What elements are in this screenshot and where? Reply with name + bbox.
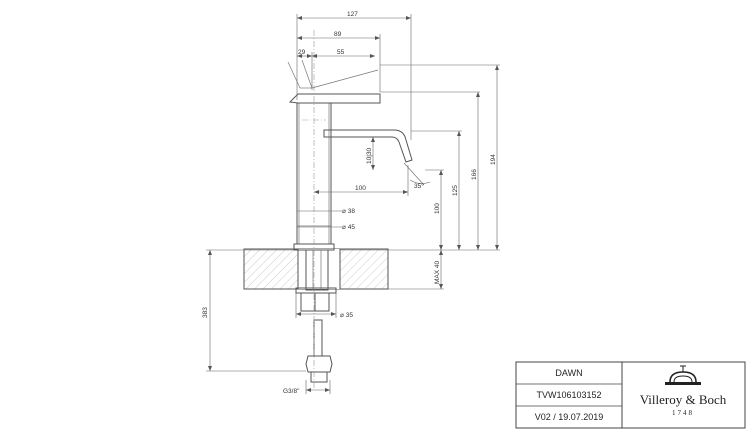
- dim-angle-35: 35°: [414, 182, 424, 190]
- version-date: V02 / 19.07.2019: [535, 412, 604, 422]
- dim-383: 383: [202, 307, 209, 318]
- dim-166: 166: [471, 169, 478, 180]
- spout: [323, 129, 425, 186]
- dim-10-30: 10|30: [366, 147, 373, 164]
- villeroy-boch-logo-icon: [665, 365, 701, 385]
- title-block: DAWN TVW106103152 V02 / 19.07.2019 Ville…: [515, 361, 746, 429]
- dim-89: 89: [334, 31, 342, 38]
- dim-125: 125: [452, 185, 459, 196]
- dim-dia-38: ⌀ 38: [342, 208, 355, 215]
- dim-194: 194: [490, 154, 497, 165]
- faucet-body: [293, 102, 335, 251]
- dim-max40: MAX 40: [434, 260, 441, 284]
- dim-dia-45: ⌀ 45: [342, 224, 355, 231]
- dim-29: 29: [298, 49, 306, 56]
- dim-dia-35: ⌀ 35: [340, 312, 353, 319]
- product-code: TVW106103152: [536, 390, 601, 400]
- dim-55: 55: [337, 49, 345, 56]
- dim-100-horizontal: 100: [355, 185, 366, 192]
- dim-g38: G3/8": [283, 388, 300, 395]
- dim-100-vertical: 100: [434, 203, 441, 214]
- dimension-lines: [206, 14, 500, 394]
- centre-lines: [302, 30, 326, 390]
- countertop-section: [243, 248, 389, 290]
- product-name: DAWN: [555, 368, 582, 378]
- dim-127: 127: [347, 11, 358, 18]
- brand-year: 1748: [672, 409, 694, 417]
- brand-name: Villeroy & Boch: [640, 392, 727, 407]
- dimension-labels: 127 89 29 55 194 166 125 100 MAX 40 10|3…: [202, 11, 497, 395]
- handle-lever: [287, 59, 381, 104]
